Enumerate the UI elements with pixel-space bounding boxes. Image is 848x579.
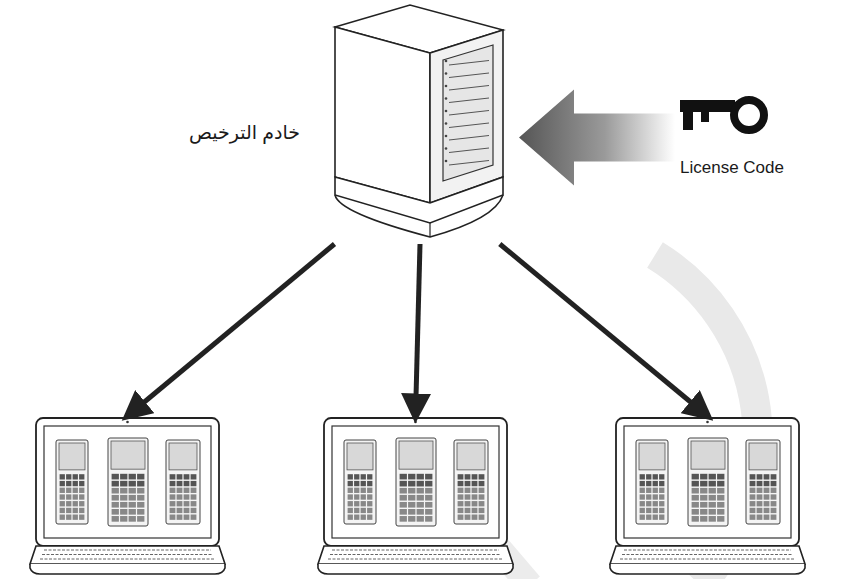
license-server-shape: [325, 5, 515, 240]
license-key: License Code: [675, 90, 848, 185]
laptop-client-shape: [30, 418, 225, 576]
laptop-client-shape: [610, 418, 805, 576]
laptop-client-shape: [318, 418, 513, 576]
laptop-client: [318, 418, 513, 576]
license-arrow: [519, 90, 675, 186]
distribution-arrow: [500, 244, 708, 416]
node-label: خادم الترخيص: [189, 121, 300, 144]
node-label: License Code: [680, 158, 784, 178]
license-server: خادم الترخيص: [325, 5, 515, 240]
laptop-client: [610, 418, 805, 576]
distribution-arrow: [416, 244, 421, 416]
distribution-arrow: [128, 244, 335, 416]
laptop-client: [30, 418, 225, 576]
